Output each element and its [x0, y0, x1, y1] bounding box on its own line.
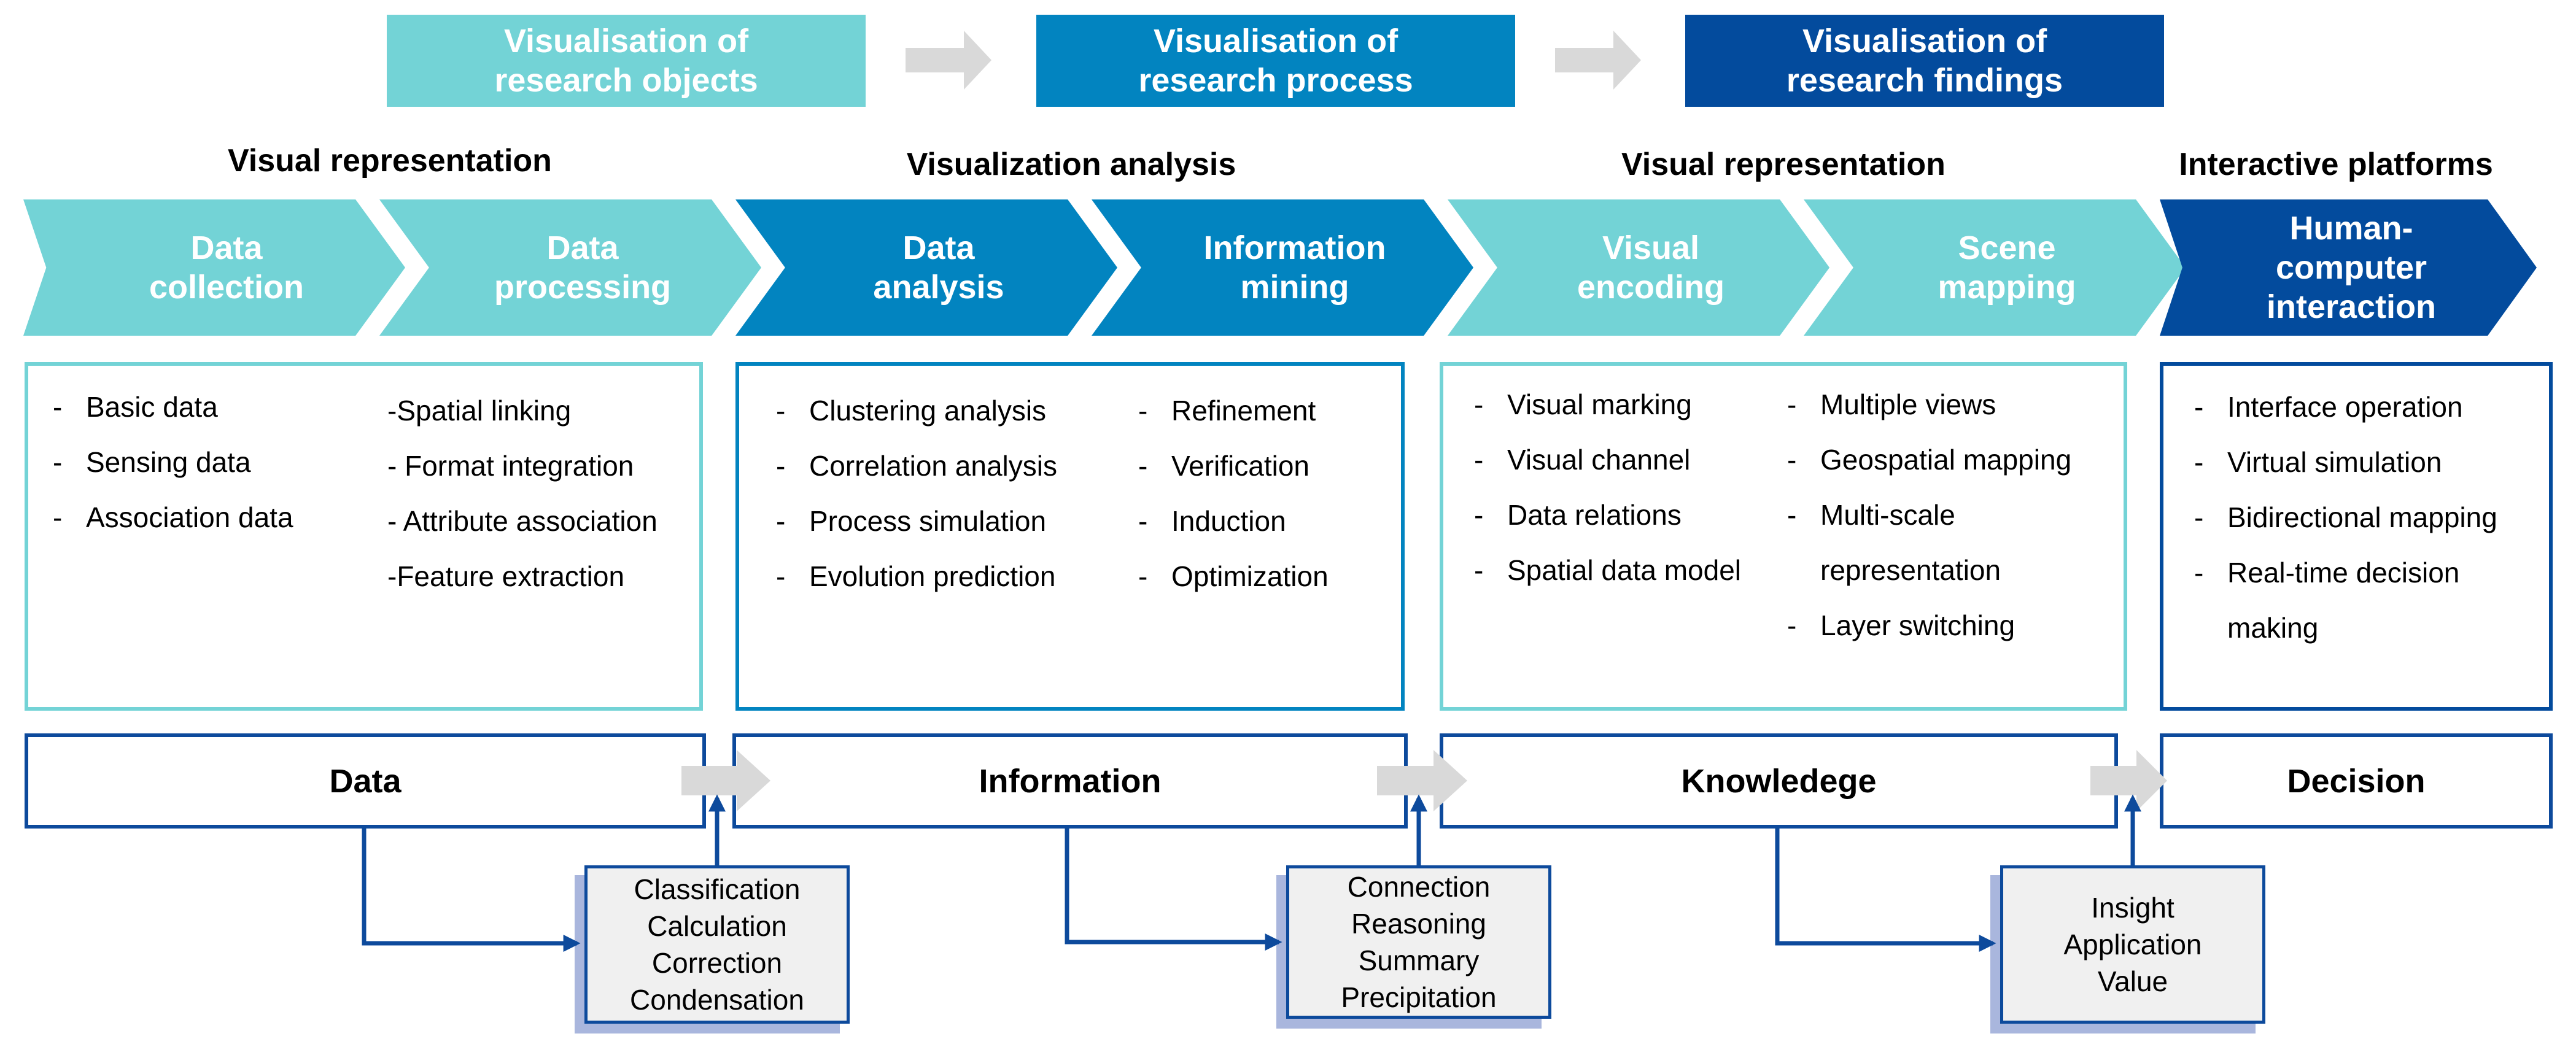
list-item: -Process simulation	[776, 505, 1047, 537]
list-item: -Multiple views	[1787, 388, 1996, 420]
transform-step: Summary	[1358, 945, 1480, 976]
list-item: -Association data	[53, 501, 293, 533]
level-knowledge: Knowledege	[1440, 733, 2118, 829]
step-human-computer-interaction: Human-computer interaction	[2160, 199, 2537, 336]
step-visual-encoding: Visual encoding	[1448, 199, 1829, 336]
list-item: -Data relations	[1474, 499, 1682, 531]
transform-step: Calculation	[647, 910, 787, 942]
list-item: -Visual channel	[1474, 444, 1691, 476]
list-item: -Feature extraction	[387, 560, 625, 592]
list-item: -Sensing data	[53, 446, 251, 478]
list-item: -Basic data	[53, 391, 218, 423]
list-item: -Evolution prediction	[776, 560, 1056, 592]
list-item: -Geospatial mapping	[1787, 444, 2072, 476]
transform-step: Classification	[634, 873, 801, 905]
list-item: making	[2227, 612, 2319, 644]
transform-step: Correction	[651, 947, 783, 979]
stage-research-findings: Visualisation of research findings	[1685, 15, 2164, 107]
list-item: - Attribute association	[387, 505, 658, 537]
stage-research-objects: Visualisation of research objects	[387, 15, 866, 107]
stage-arrow-icon	[906, 31, 991, 90]
list-item: -Multi-scale	[1787, 499, 1955, 531]
step-scene-mapping: Scene mapping	[1804, 199, 2186, 336]
step-data-analysis: Data analysis	[735, 199, 1117, 336]
stage-research-process: Visualisation of research process	[1036, 15, 1515, 107]
heading-interactive-platforms: Interactive platforms	[2179, 147, 2493, 182]
list-item: -Interface operation	[2194, 391, 2463, 423]
list-item: -Visual marking	[1474, 388, 1692, 420]
level-label: Information	[979, 762, 1162, 800]
list-item: representation	[1820, 554, 2001, 586]
step-label: Information mining	[1203, 230, 1386, 306]
heading-visual-representation-left: Visual representation	[228, 143, 552, 179]
panel-information: -Clustering analysis -Correlation analys…	[735, 362, 1405, 711]
step-label: Data processing	[494, 230, 672, 306]
transform-step: Precipitation	[1341, 981, 1497, 1013]
list-item: -Clustering analysis	[776, 395, 1047, 427]
panel-decision: -Interface operation -Virtual simulation…	[2160, 362, 2553, 711]
transform-box-data-to-information: Classification Calculation Correction Co…	[584, 865, 850, 1024]
panel-knowledge: -Visual marking -Visual channel -Data re…	[1440, 362, 2127, 711]
level-arrow-icon	[1377, 750, 1467, 811]
step-data-processing: Data processing	[379, 199, 761, 336]
stage-label: Visualisation of research process	[1138, 23, 1413, 99]
list-item: -Induction	[1138, 505, 1286, 537]
step-information-mining: Information mining	[1092, 199, 1473, 336]
level-arrow-icon	[681, 750, 770, 811]
level-label: Decision	[2287, 762, 2426, 800]
list-item: -Real-time decision	[2194, 557, 2460, 589]
list-item: -Layer switching	[1787, 609, 2015, 641]
step-label: Data collection	[149, 230, 305, 306]
transform-step: Application	[2063, 929, 2202, 960]
stage-arrow-icon	[1555, 31, 1641, 90]
list-item: -Spatial data model	[1474, 554, 1742, 586]
level-decision: Decision	[2160, 733, 2553, 829]
panel-data: -Basic data -Sensing data -Association d…	[25, 362, 703, 711]
list-item: -Correlation analysis	[776, 450, 1057, 482]
stage-label: Visualisation of research findings	[1786, 23, 2063, 99]
transform-box-knowledge-to-decision: Insight Application Value	[2000, 865, 2265, 1024]
level-label: Knowledege	[1681, 762, 1877, 800]
transform-step: Condensation	[630, 984, 804, 1016]
connector-arrow	[1775, 829, 1996, 952]
step-label: Visual encoding	[1577, 230, 1724, 306]
connector-arrow	[1065, 829, 1282, 951]
transform-box-information-to-knowledge: Connection Reasoning Summary Precipitati…	[1286, 865, 1551, 1019]
step-label: Data analysis	[873, 230, 1004, 306]
level-label: Data	[329, 762, 402, 800]
list-item: -Spatial linking	[387, 395, 572, 427]
stage-label: Visualisation of research objects	[494, 23, 758, 99]
level-arrow-icon	[2090, 750, 2167, 811]
transform-step: Value	[2097, 965, 2168, 997]
list-item: -Optimization	[1138, 560, 1329, 592]
list-item: -Virtual simulation	[2194, 446, 2442, 478]
heading-visualization-analysis: Visualization analysis	[906, 147, 1236, 182]
list-item: -Verification	[1138, 450, 1310, 482]
step-label: Scene mapping	[1938, 230, 2076, 306]
connector-arrow	[362, 829, 581, 952]
step-label: Human-computer interaction	[2266, 210, 2437, 325]
transform-step: Insight	[2091, 892, 2174, 924]
step-data-collection: Data collection	[23, 199, 405, 336]
list-item: - Format integration	[387, 450, 634, 482]
transform-step: Reasoning	[1351, 908, 1486, 940]
level-data: Data	[25, 733, 706, 829]
level-information: Information	[732, 733, 1408, 829]
list-item: -Bidirectional mapping	[2194, 501, 2497, 533]
heading-visual-representation-right: Visual representation	[1621, 147, 1946, 182]
transform-step: Connection	[1347, 871, 1491, 903]
list-item: -Refinement	[1138, 395, 1316, 427]
